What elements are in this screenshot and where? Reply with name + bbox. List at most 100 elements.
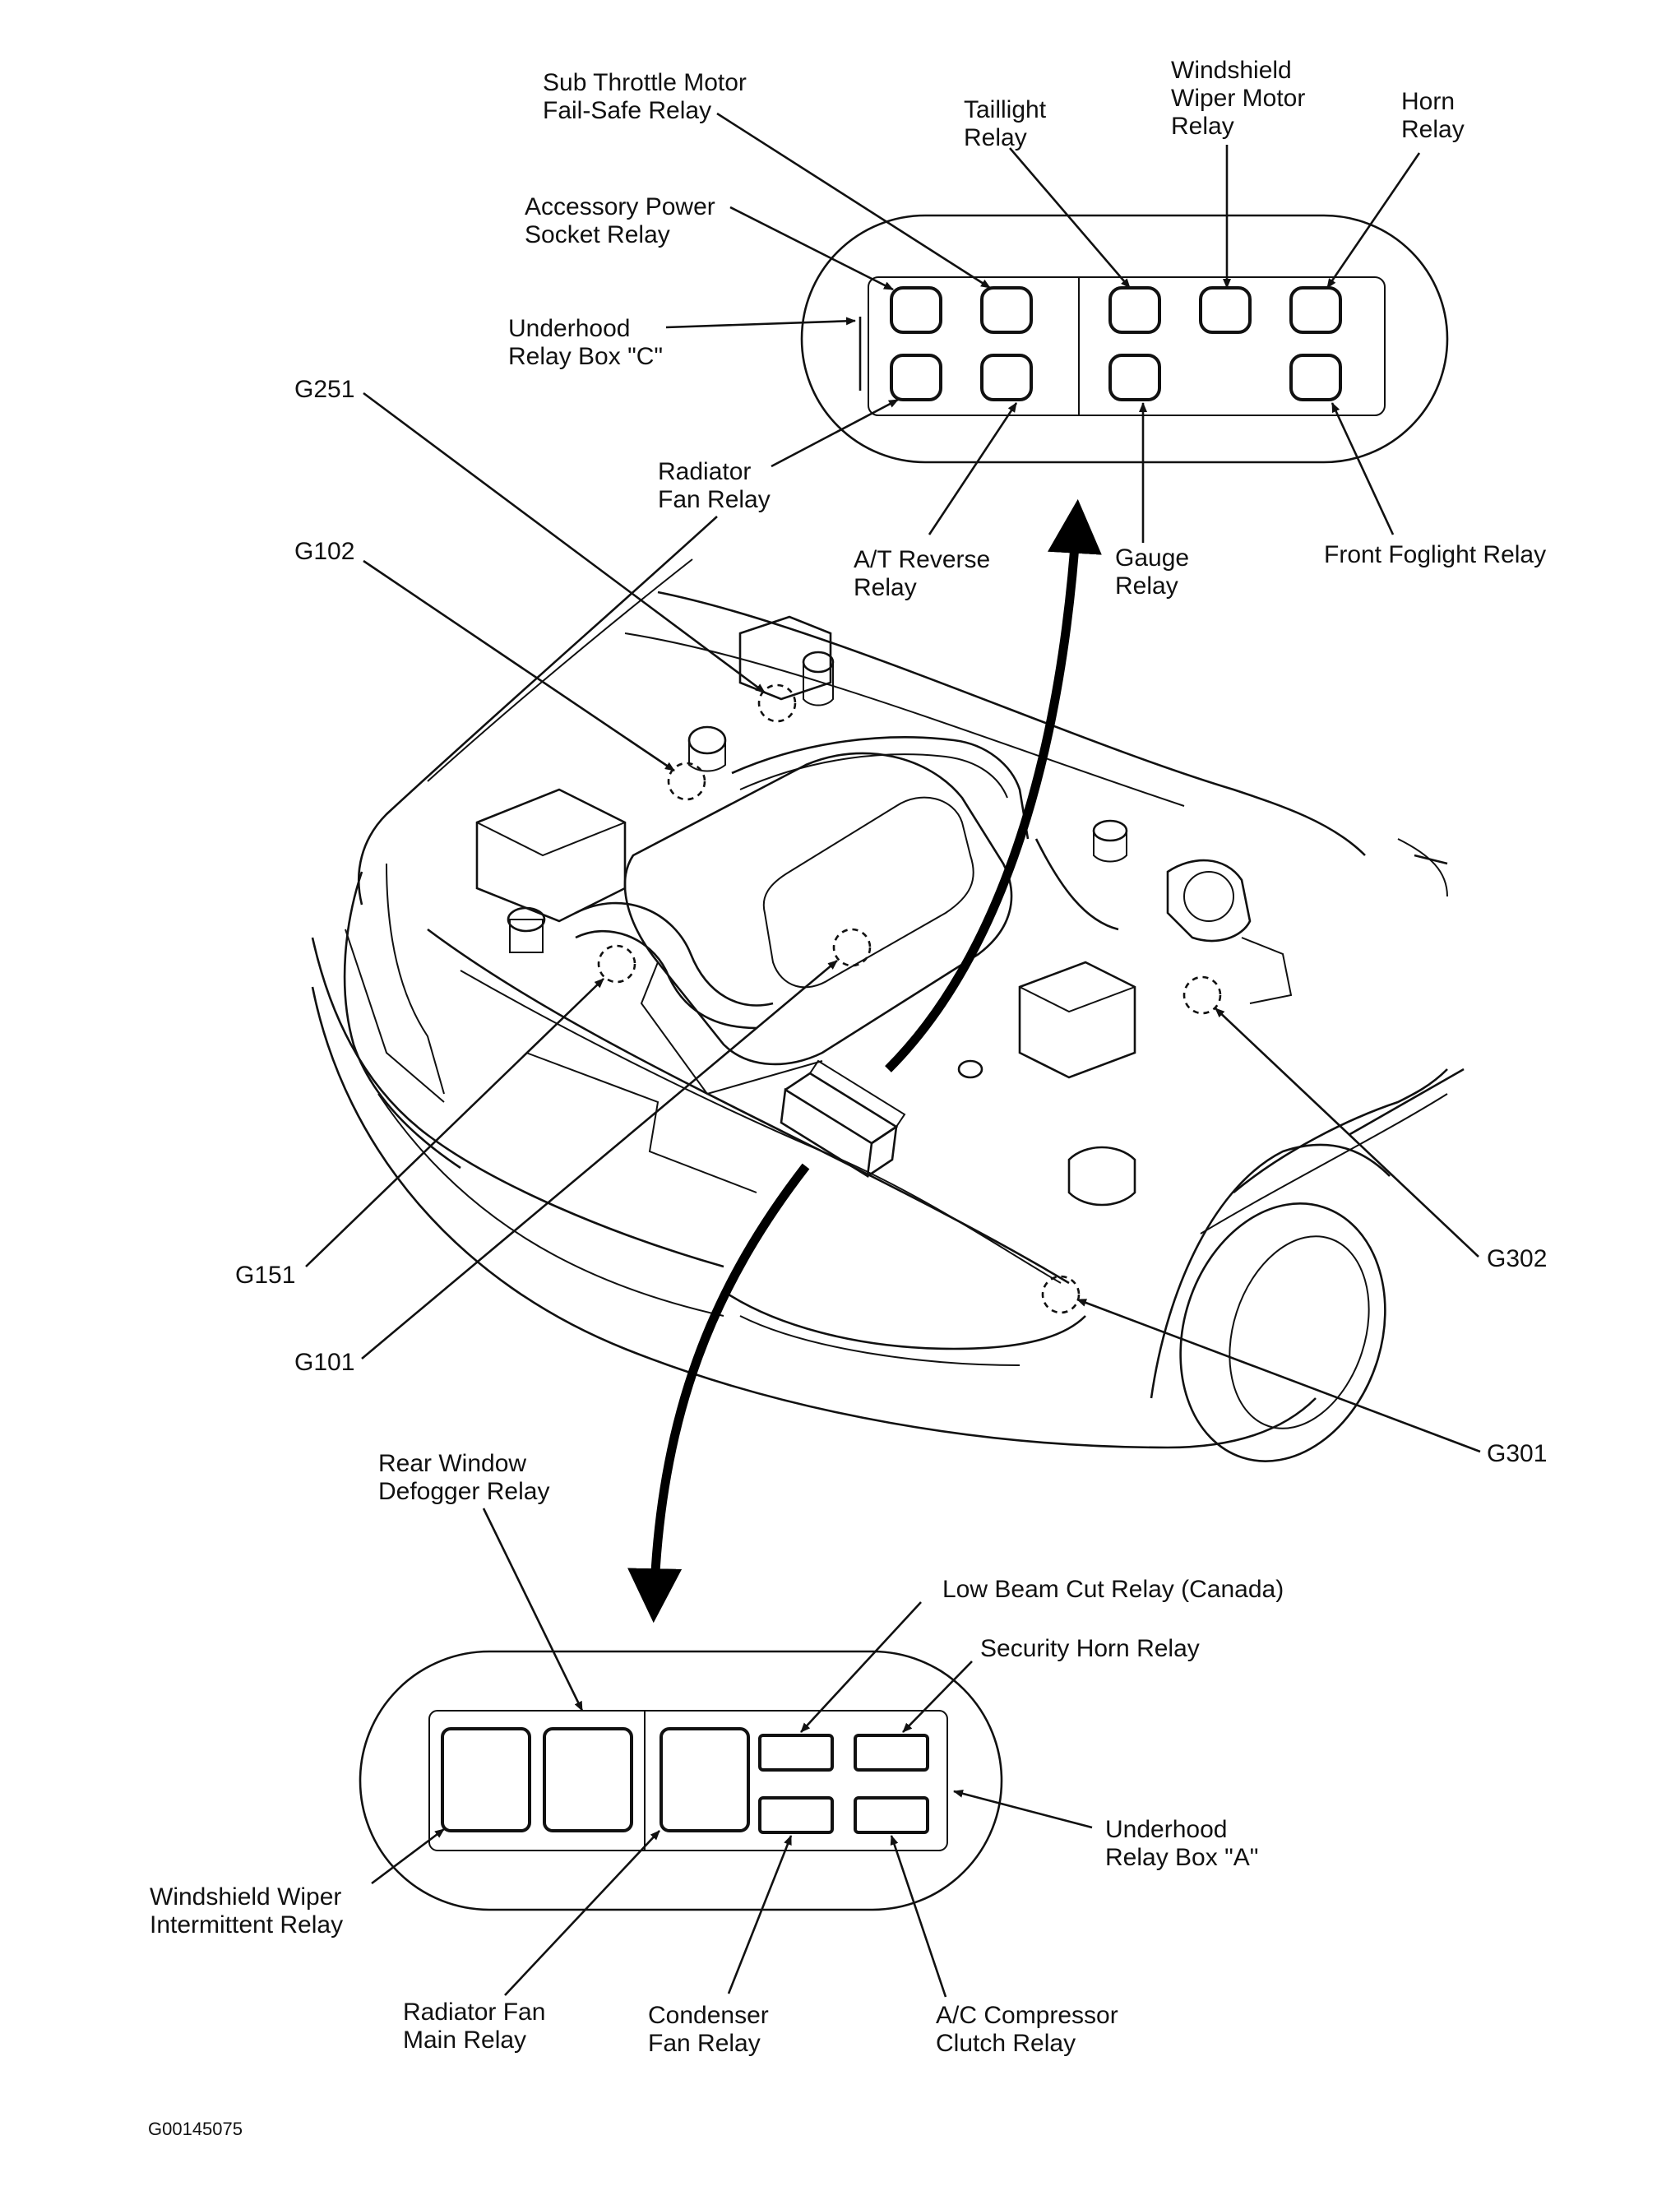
car-radiator-support [427,928,1070,1285]
leader-sub-throttle [716,112,991,290]
label-low-beam-cut: Low Beam Cut Relay (Canada) [942,1576,1284,1603]
top-fuse-block [738,615,832,701]
intake-hose [575,901,774,1007]
label-g101: G101 [294,1349,354,1376]
leader-at-reverse [928,402,1018,535]
label-g251: G251 [294,376,354,403]
relay-a-security-horn [854,1734,929,1772]
car-left-headlight-inner [345,929,445,1103]
leader-box-c [665,317,856,329]
relay-c-front-foglight [1289,354,1342,401]
arrow-to-relay-box-a [627,1163,810,1624]
leader-accessory [729,206,894,291]
left-component-2 [687,725,727,755]
relay-c-sub-throttle [980,286,1033,334]
relay-c-horn [1289,286,1342,334]
reservoir-cap [1092,819,1128,842]
relay-c-accessory-power [890,286,942,334]
front-right-component [1067,1146,1136,1207]
car-right-pillar-2 [1397,838,1448,897]
car-right-fender [1233,1068,1448,1193]
car-right-wheel-rim [1229,1235,1370,1429]
relay-a-ac-compressor [854,1796,929,1834]
relay-a-condenser-fan [758,1796,834,1834]
abs-unit-top [1019,986,1136,1013]
battery-box-top [476,822,626,857]
relay-box-c-housing [800,214,1449,464]
ground-g102-marker [667,762,706,801]
battery-box [475,788,627,923]
relay-a-rear-defogger [543,1727,633,1832]
relay-box-a-frame [428,1710,948,1851]
leader-rear-defogger [482,1508,584,1712]
label-security-horn: Security Horn Relay [980,1635,1200,1662]
car-left-headlight [311,937,724,1268]
leader-g301 [1076,1298,1481,1453]
car-right-wheel [1179,1202,1386,1462]
leader-radiator-fan-main [504,1830,660,1996]
car-hood-left-edge-inner [427,558,693,782]
leader-wiper-intermittent [371,1827,445,1885]
leader-g102 [363,559,675,772]
leader-low-beam-cut [800,1601,922,1733]
car-left-fender [343,871,461,1170]
intake-hose-2 [575,929,757,1030]
ground-g301-marker [1041,1275,1081,1314]
engine-cover-panel [762,796,974,989]
relay-box-a-housing [359,1650,1003,1911]
car-cowl [657,591,1366,856]
relay-a-low-beam-cut [758,1734,834,1772]
left-component-2-body [688,740,726,772]
car-front-bumper [311,986,1317,1449]
relay-box-location [780,1059,906,1179]
brake-booster [1183,871,1234,922]
right-bracket [1241,937,1293,1004]
car-radiator-support-3 [525,1052,757,1193]
car-hood-left-edge [357,516,718,906]
brake-master-cylinder [1166,859,1252,943]
leader-g302 [1215,1007,1479,1258]
arrow-to-relay-box-c [885,498,1102,1072]
car-bumper-opening [723,1290,1086,1350]
ground-g251-marker [757,683,797,723]
leader-g151 [305,978,604,1267]
left-component-body [509,919,544,953]
relay-c-at-reverse [980,354,1033,401]
car-right-fender-line [1200,1093,1448,1234]
engine-cover [623,752,1013,1066]
abs-unit [1018,961,1136,1079]
label-g151: G151 [235,1262,295,1289]
label-g302: G302 [1487,1245,1547,1272]
right-harness [1034,838,1119,931]
car-front-bumper-lower [377,1093,724,1317]
engine-cover-side [640,961,823,1096]
label-g102: G102 [294,538,354,565]
leader-front-foglight [1331,402,1395,535]
leader-g251 [363,391,766,694]
leader-radiator-fan [771,398,899,468]
relay-c-gauge [1108,354,1161,401]
relay-a-radiator-fan-main [660,1727,750,1832]
top-cylinder-cap [802,651,835,674]
top-cylinder-body [803,662,834,706]
leader-security-horn [902,1661,973,1733]
left-component-cap [507,906,546,933]
label-g301: G301 [1487,1440,1547,1467]
upper-harness-2 [739,753,1008,799]
car-radiator-support-2 [460,970,1062,1284]
relay-c-wiper-motor [1199,286,1252,334]
